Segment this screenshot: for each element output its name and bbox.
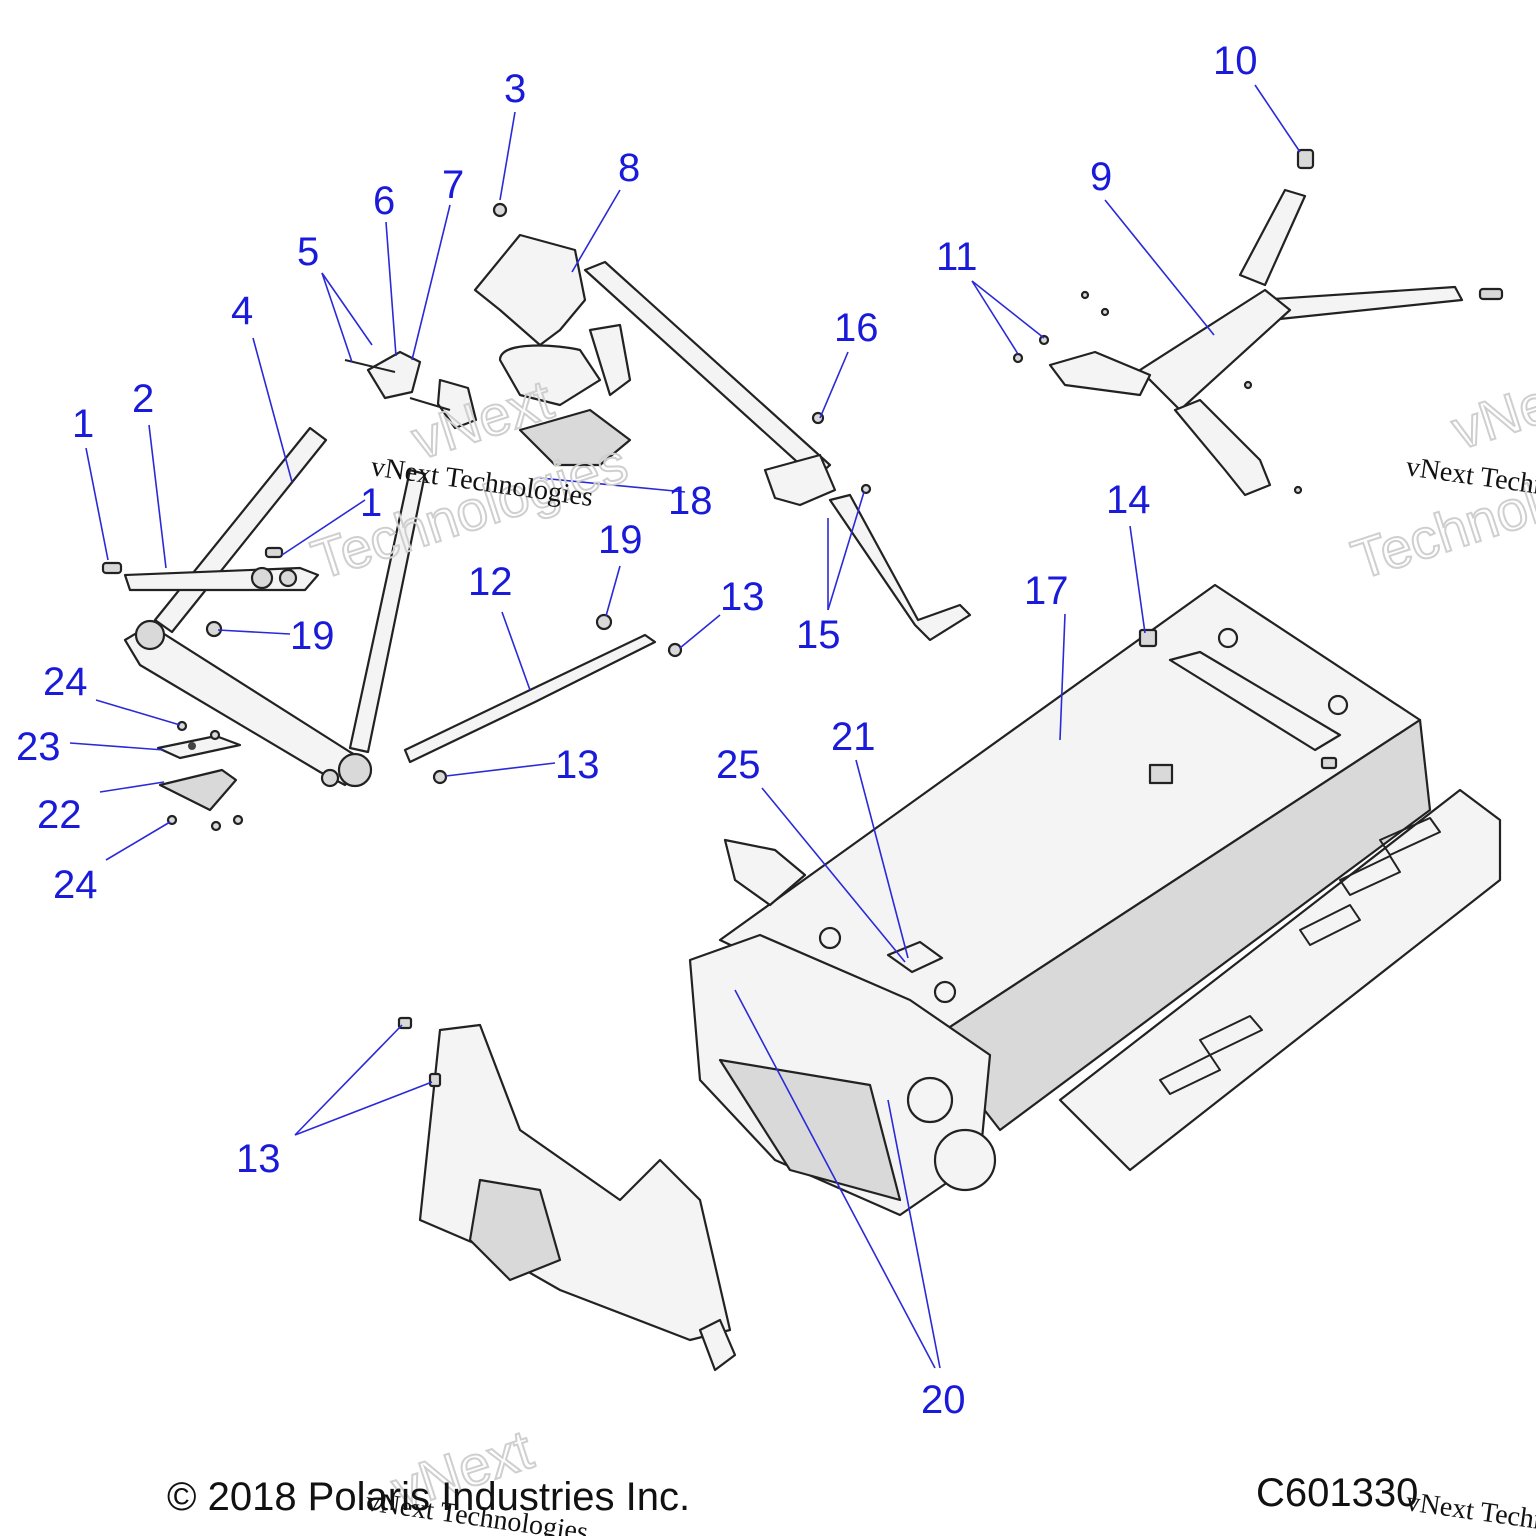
front-frame-assembly	[101, 426, 427, 832]
copyright-text: © 2018 Polaris Industries Inc.	[167, 1475, 690, 1519]
callout-12: 12	[468, 560, 513, 604]
callout-19: 19	[290, 614, 335, 658]
callout-11: 11	[936, 235, 978, 279]
callout-14: 14	[1106, 478, 1151, 522]
main-chassis	[397, 583, 1502, 1372]
callout-2: 2	[132, 377, 154, 421]
callout-22: 22	[37, 793, 82, 837]
callout-25: 25	[716, 743, 761, 787]
drawing-number: C601330	[1256, 1471, 1418, 1515]
callout-8: 8	[618, 146, 640, 190]
callout-13: 13	[720, 575, 765, 619]
steering-support	[473, 233, 972, 642]
callout-5: 5	[297, 230, 319, 274]
callout-24: 24	[53, 863, 98, 907]
callout-21: 21	[831, 715, 876, 759]
watermark-large-4: vNext	[1444, 357, 1536, 461]
callout-23: 23	[16, 725, 61, 769]
callout-1: 1	[360, 481, 382, 525]
callout-13: 13	[236, 1137, 281, 1181]
callout-17: 17	[1024, 569, 1069, 613]
callout-7: 7	[442, 163, 464, 207]
callout-3: 3	[504, 67, 526, 111]
callout-10: 10	[1213, 39, 1258, 83]
callout-labels: 1 1 2 3 4 5 6 7 8 9 10 11 12 13 13 13 14…	[16, 39, 1258, 1422]
callout-16: 16	[834, 306, 879, 350]
callout-19: 19	[598, 518, 643, 562]
callout-18: 18	[668, 479, 713, 523]
watermark-large-3: Technologies	[1344, 430, 1536, 591]
rear-y-frame	[1012, 148, 1504, 497]
watermark-text-4: vNext Technologies	[1404, 1486, 1536, 1536]
callout-4: 4	[231, 289, 253, 333]
callout-9: 9	[1090, 155, 1112, 199]
bracket-cluster	[344, 202, 508, 430]
callout-24: 24	[43, 660, 88, 704]
callout-13: 13	[555, 743, 600, 787]
leader-lines	[69, 84, 1301, 1369]
tie-rod	[403, 613, 683, 785]
callout-1: 1	[72, 402, 94, 446]
callout-6: 6	[373, 179, 395, 223]
callout-20: 20	[921, 1378, 966, 1422]
callout-15: 15	[796, 613, 841, 657]
